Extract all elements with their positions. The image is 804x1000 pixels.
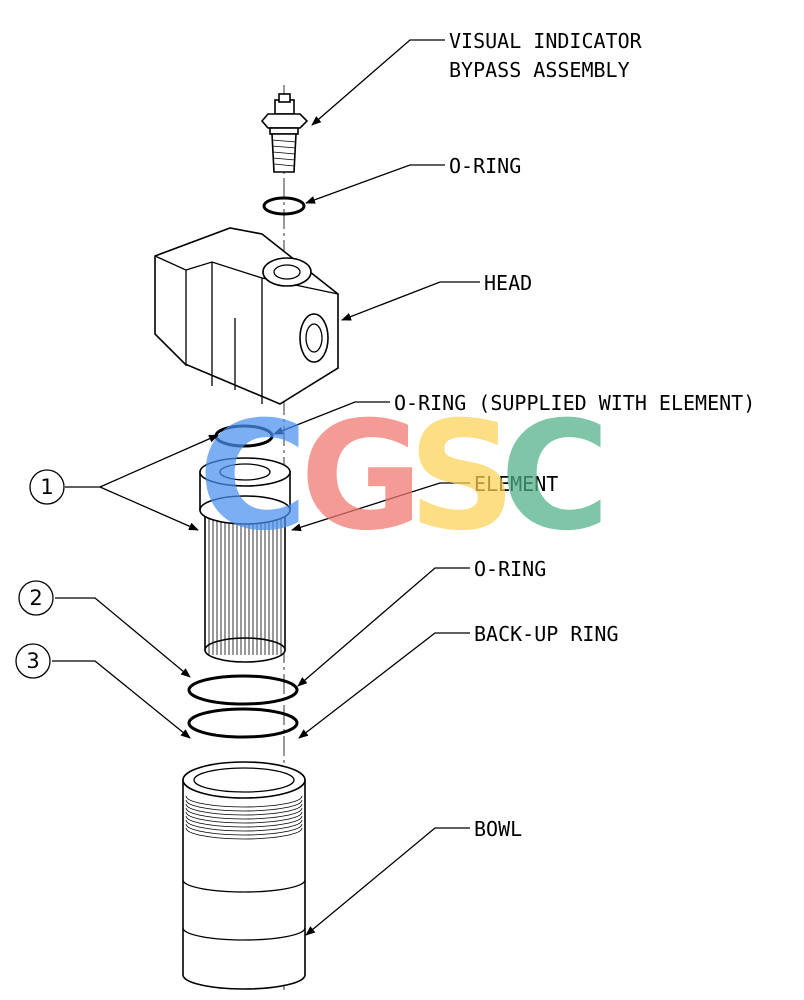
svg-text:3: 3 <box>26 649 39 673</box>
label-element: ELEMENT <box>474 472 558 496</box>
label-lower-oring: O-RING <box>474 557 546 581</box>
callout-3: 3 <box>15 643 51 679</box>
visual-indicator-part <box>260 93 309 173</box>
label-visual-indicator-line1: VISUAL INDICATOR <box>449 29 643 53</box>
watermark-letter-2: G <box>300 390 423 564</box>
callout-2: 2 <box>18 580 54 616</box>
lower-oring-part <box>187 674 299 706</box>
leader-lines <box>52 39 480 936</box>
svg-text:1: 1 <box>40 475 53 499</box>
callout-1: 1 <box>29 469 65 505</box>
label-head: HEAD <box>484 271 532 295</box>
watermark-letter-3: S <box>408 390 516 564</box>
top-oring-part <box>262 196 306 216</box>
bowl-part <box>182 761 306 990</box>
head-part <box>154 227 339 405</box>
label-visual-indicator-line2: BYPASS ASSEMBLY <box>449 58 630 82</box>
watermark-letter-4: C <box>500 390 610 564</box>
watermark-letter-1: C <box>198 390 308 564</box>
label-element-oring: O-RING (SUPPLIED WITH ELEMENT) <box>394 391 755 415</box>
label-bowl: BOWL <box>474 817 522 841</box>
backup-ring-part <box>187 707 299 739</box>
svg-text:2: 2 <box>29 586 42 610</box>
watermark-logo: C G S C <box>198 390 610 564</box>
label-top-oring: O-RING <box>449 154 521 178</box>
element-part <box>199 457 291 663</box>
label-backup-ring: BACK-UP RING <box>474 622 619 646</box>
